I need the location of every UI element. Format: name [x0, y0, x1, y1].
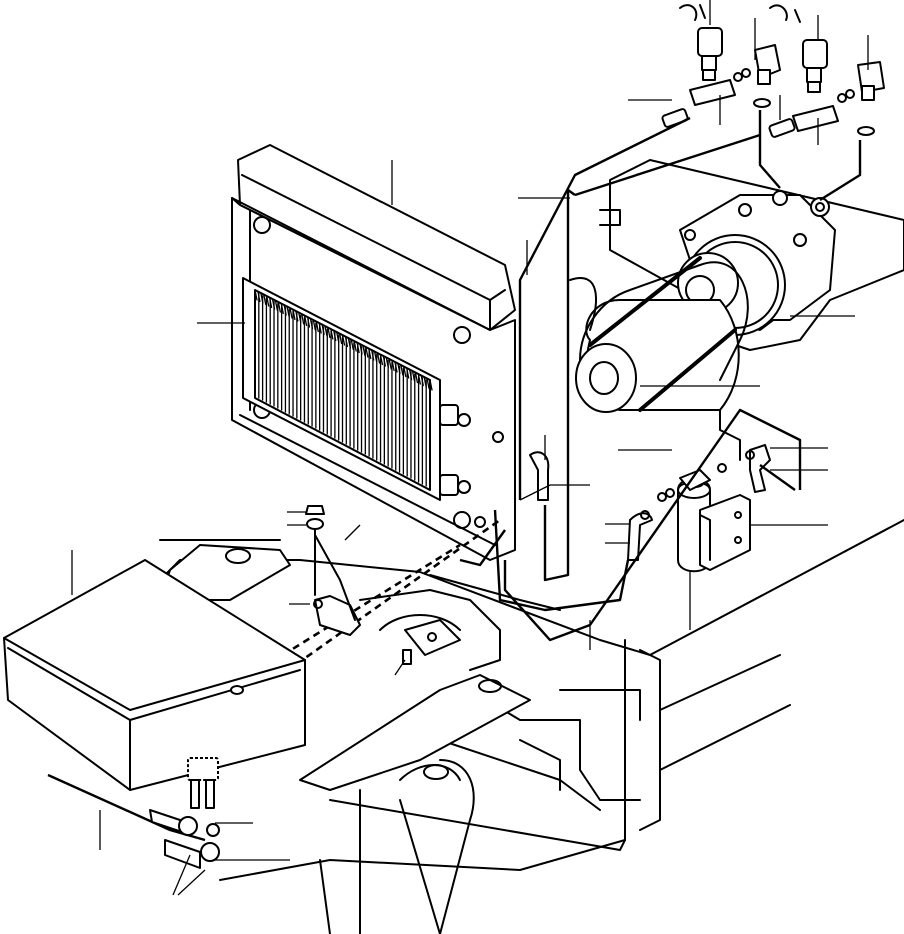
- condenser-fin-hatch: [301, 313, 305, 325]
- condenser-fin-hatch: [344, 335, 349, 348]
- condenser-fin-hatch: [286, 305, 290, 318]
- condenser-fin-hatch: [417, 373, 421, 385]
- condenser-fin-hatch: [324, 325, 328, 337]
- condenser-fin-hatch: [318, 322, 322, 334]
- pressure-switches: [661, 4, 885, 138]
- condenser-fin-hatch: [321, 323, 325, 336]
- condenser-fin-hatch: [283, 304, 287, 316]
- drive-pulley: [569, 256, 749, 461]
- condenser-fin-hatch: [388, 358, 392, 370]
- condenser-fins: [254, 289, 433, 489]
- condenser-fin-hatch: [295, 310, 299, 322]
- condenser-fin-hatch: [429, 379, 433, 391]
- condenser-fin-hatch: [394, 361, 398, 373]
- condenser-fin-hatch: [382, 355, 386, 367]
- condenser-fin-hatch: [263, 293, 267, 306]
- condenser-fin-hatch: [277, 301, 281, 313]
- condenser-fin-hatch: [292, 308, 296, 321]
- condenser-fin-hatch: [306, 316, 311, 328]
- condenser-fin-hatch: [327, 326, 331, 339]
- condenser-fin-hatch: [379, 353, 384, 366]
- condenser-fin-hatch: [330, 328, 334, 340]
- condenser-fin-hatch: [341, 334, 346, 346]
- condenser-fin-hatch: [397, 362, 401, 375]
- condenser-fin-hatch: [274, 299, 279, 312]
- condenser-fin-hatch: [406, 367, 410, 379]
- condenser-fin-hatch: [423, 376, 427, 388]
- condenser-fin-hatch: [411, 370, 416, 382]
- condenser-fin-hatch: [400, 364, 404, 376]
- condenser-fin-hatch: [362, 344, 366, 357]
- condenser-fin-hatch: [257, 290, 261, 303]
- condenser-fin-hatch: [336, 331, 340, 343]
- condenser-fin-hatch: [359, 343, 363, 355]
- condenser-assembly: [231, 144, 516, 561]
- condenser-fin-hatch: [365, 346, 369, 358]
- condenser-fin-hatch: [333, 329, 337, 342]
- condenser-fin-hatch: [254, 289, 258, 301]
- condenser-fin-hatch: [347, 337, 351, 349]
- condenser-fin-hatch: [298, 311, 302, 324]
- condenser-fin-hatch: [420, 374, 424, 387]
- condenser-fin-hatch: [371, 349, 375, 361]
- condenser-fin-hatch: [373, 350, 378, 363]
- machine-frame: [159, 519, 904, 934]
- condenser-fin-hatch: [280, 302, 284, 315]
- condenser-fin-hatch: [391, 359, 395, 372]
- hardware-parts: [305, 505, 412, 665]
- condenser-fin-hatch: [426, 377, 430, 390]
- receiver-drier: [529, 444, 771, 573]
- callout-leaders: [71, 0, 869, 896]
- evaporator-unit: [3, 559, 306, 869]
- condenser-fin-hatch: [338, 332, 343, 345]
- condenser-fin-hatch: [350, 338, 354, 351]
- condenser-fin-hatch: [403, 365, 407, 378]
- condenser-fin-hatch: [303, 314, 308, 327]
- condenser-fin-hatch: [260, 292, 264, 304]
- condenser-fin-hatch: [266, 295, 270, 307]
- condenser-fin-hatch: [414, 371, 419, 384]
- condenser-fin-hatch: [376, 352, 381, 364]
- condenser-fin-hatch: [385, 356, 389, 369]
- condenser-fin-hatch: [315, 320, 319, 333]
- condenser-fin-hatch: [353, 340, 357, 352]
- condenser-fin-hatch: [312, 319, 316, 331]
- condenser-fin-hatch: [408, 368, 413, 381]
- condenser-fin-hatch: [289, 307, 293, 319]
- condenser-fin-hatch: [368, 347, 372, 360]
- condenser-fin-hatch: [268, 296, 273, 309]
- condenser-fin-hatch: [271, 298, 276, 310]
- condenser-fin-hatch: [356, 341, 360, 354]
- condenser-fin-hatch: [309, 317, 314, 330]
